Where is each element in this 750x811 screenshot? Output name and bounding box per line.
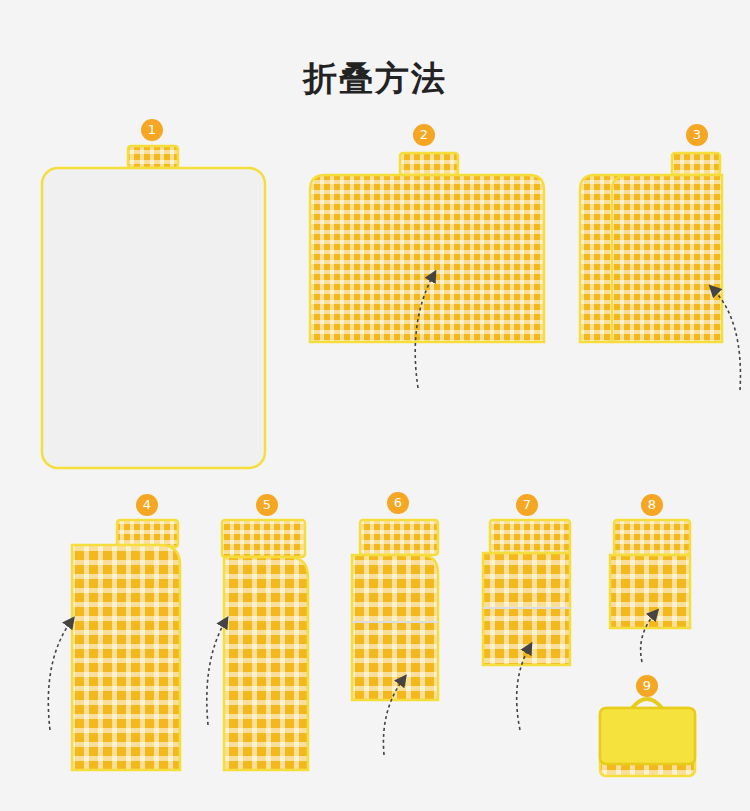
callout-number: 8	[641, 494, 663, 516]
callout-number: 6	[387, 492, 409, 514]
callout-number: 3	[686, 124, 708, 146]
callout-number: 7	[516, 494, 538, 516]
callout-number: 9	[636, 675, 658, 697]
callout-number: 2	[413, 124, 435, 146]
callout-number: 1	[141, 119, 163, 141]
callout-number: 4	[136, 494, 158, 516]
callout-number: 5	[256, 494, 278, 516]
page-title: 折叠方法	[0, 56, 750, 102]
